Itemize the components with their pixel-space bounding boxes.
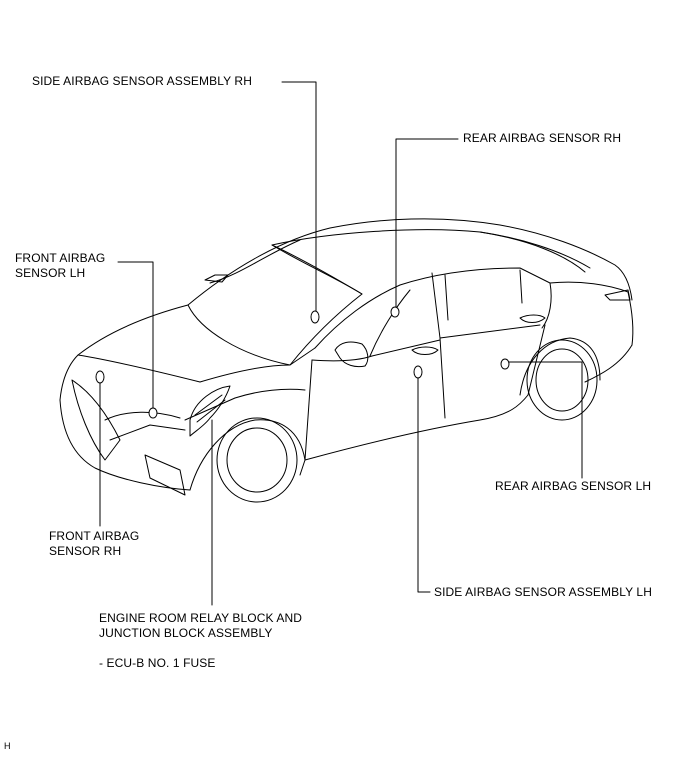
rear-airbag-rh-sensor [390,306,400,318]
leader-lines [99,81,583,606]
leader-rear-airbag-lh [508,361,583,479]
rear-airbag-lh-sensor [500,358,510,370]
side-airbag-rh-sensor [310,310,320,324]
label-rear-airbag-sensor-lh: REAR AIRBAG SENSOR LH [495,479,652,493]
label-rear-airbag-sensor-rh: REAR AIRBAG SENSOR RH [463,131,622,145]
sensor-markers [95,306,510,419]
front-airbag-lh-sensor [148,407,158,419]
corner-mark: H [4,741,11,751]
leader-front-airbag-lh [117,261,154,409]
front-airbag-rh-sensor [95,370,105,384]
leader-side-airbag-rh [281,81,317,312]
car-body [59,218,634,503]
label-ecu-b-fuse: - ECU-B NO. 1 FUSE [99,656,216,670]
leader-side-airbag-lh [417,377,431,593]
label-engine-room-relay-block: ENGINE ROOM RELAY BLOCK AND JUNCTION BLO… [99,611,302,640]
label-side-airbag-sensor-lh: SIDE AIRBAG SENSOR ASSEMBLY LH [434,585,652,599]
side-airbag-lh-sensor [413,365,423,379]
label-front-airbag-sensor-rh: FRONT AIRBAG SENSOR RH [49,529,140,558]
label-side-airbag-sensor-rh: SIDE AIRBAG SENSOR ASSEMBLY RH [32,74,252,88]
leader-rear-airbag-rh [395,138,459,308]
label-front-airbag-sensor-lh: FRONT AIRBAG SENSOR LH [15,251,106,280]
